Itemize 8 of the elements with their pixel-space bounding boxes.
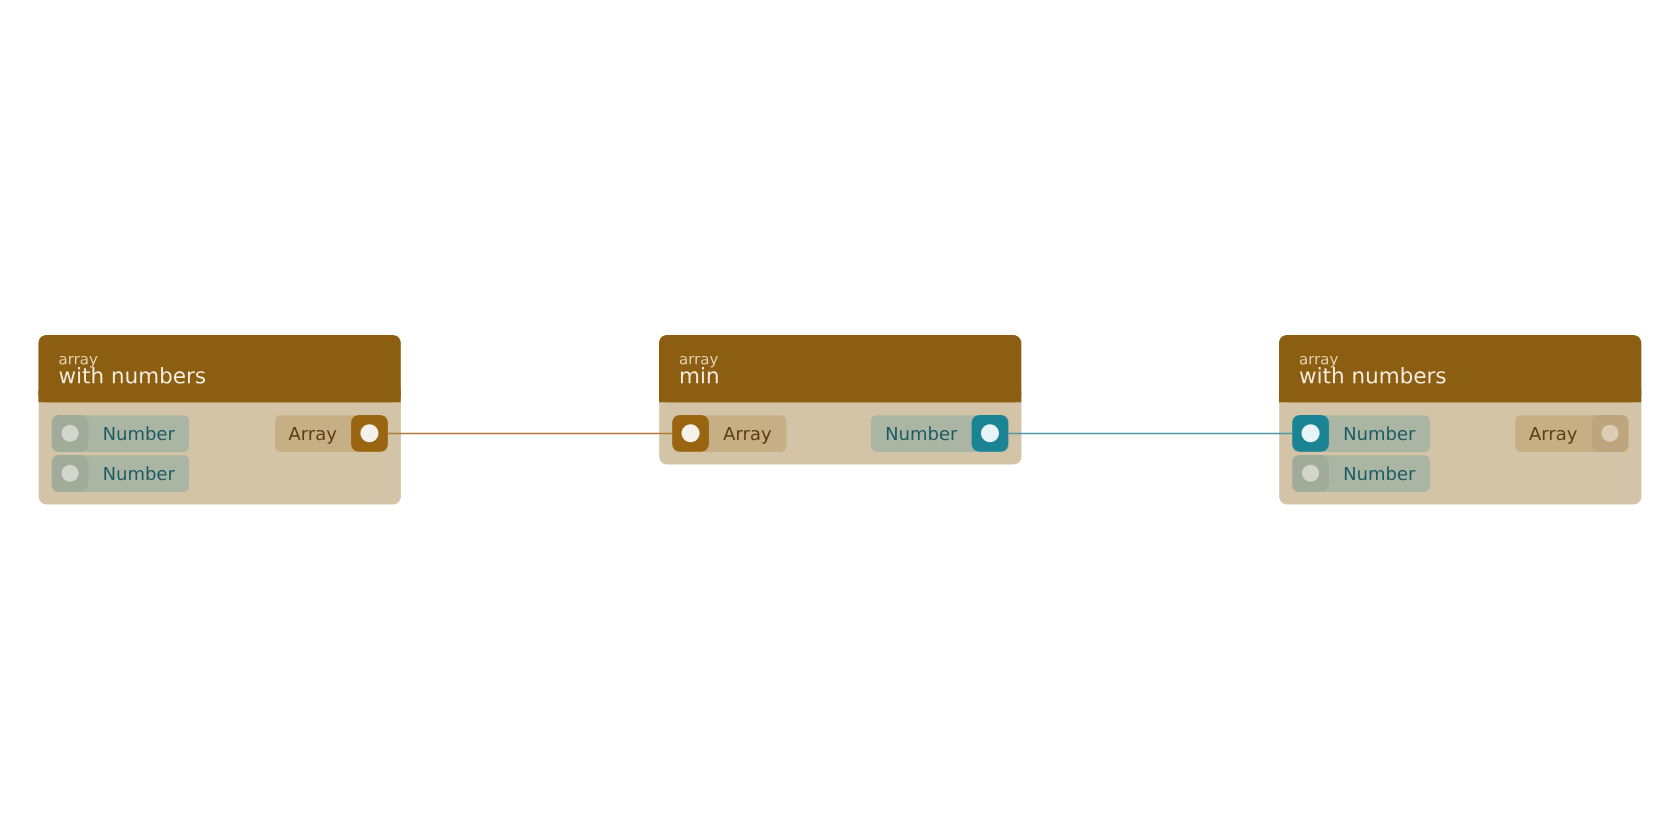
node-title: with numbers	[59, 366, 205, 384]
category-label: array	[679, 355, 718, 368]
connector-line	[1007, 432, 1293, 435]
connector-line	[387, 432, 673, 435]
category-label: array	[59, 355, 98, 368]
node-title: min	[680, 366, 718, 384]
node-title: with numbers	[1299, 366, 1446, 384]
category-label: array	[1299, 355, 1338, 368]
